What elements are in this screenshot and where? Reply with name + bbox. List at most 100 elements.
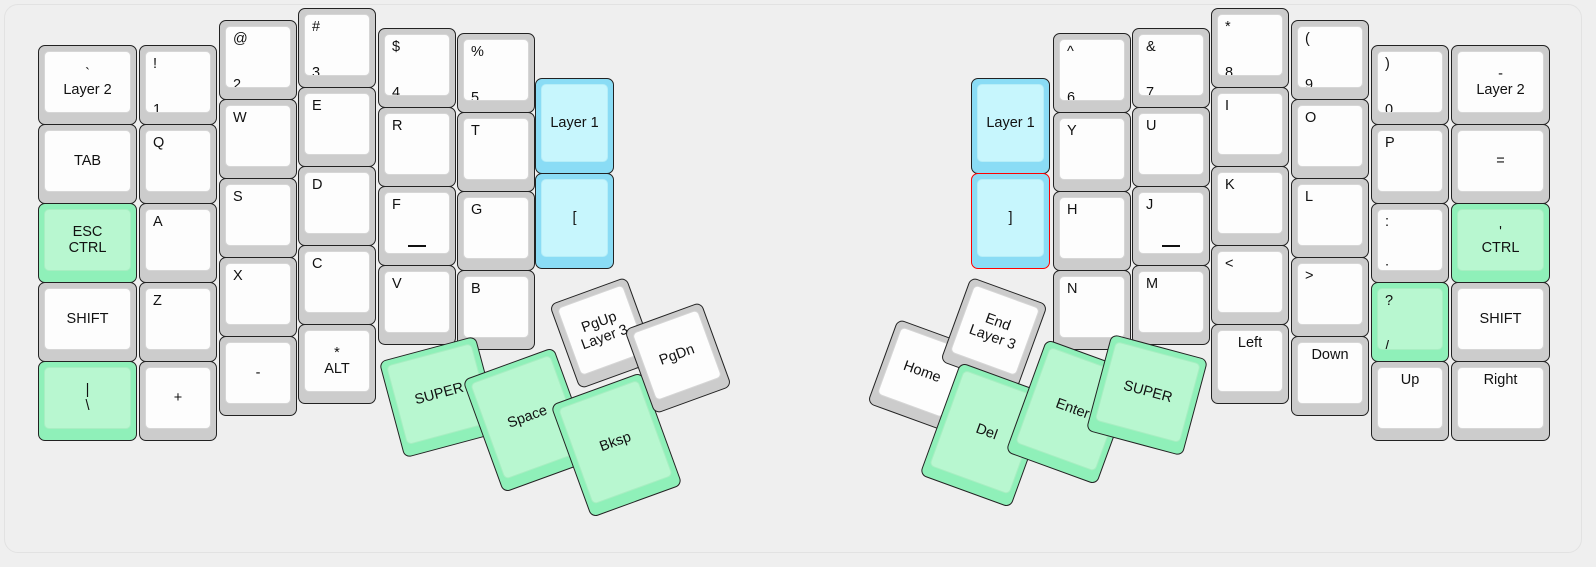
key-b[interactable]: B xyxy=(457,270,535,350)
key-label-top: @ xyxy=(233,31,248,47)
key-label-top: < xyxy=(1225,256,1234,272)
key-l[interactable]: L xyxy=(1291,178,1369,258)
key-m[interactable]: M xyxy=(1132,265,1210,345)
key-bracket-left[interactable]: [ xyxy=(535,173,614,269)
key-slash[interactable]: ?/ xyxy=(1371,282,1449,362)
key-d[interactable]: D xyxy=(298,166,376,246)
key-e[interactable]: E xyxy=(298,87,376,167)
key-alt[interactable]: * ALT xyxy=(298,324,376,404)
key-grave-layer2[interactable]: ` Layer 2 xyxy=(38,45,137,125)
key-label: Layer 1 xyxy=(550,114,599,131)
key-1[interactable]: !1 xyxy=(139,45,217,125)
key-k[interactable]: K xyxy=(1211,166,1289,246)
key-5[interactable]: %5 xyxy=(457,33,535,113)
keycap: - Layer 2 xyxy=(1457,51,1544,113)
key-tab[interactable]: TAB xyxy=(38,124,137,204)
keycap: (9 xyxy=(1297,26,1363,88)
key-u[interactable]: U xyxy=(1132,107,1210,187)
key-t[interactable]: T xyxy=(457,112,535,192)
key-3[interactable]: #3 xyxy=(298,8,376,88)
key-r[interactable]: R xyxy=(378,107,456,187)
key-label: X xyxy=(233,268,243,284)
keycap: <, xyxy=(1217,251,1283,313)
keycap: SHIFT xyxy=(1457,288,1544,350)
keycap: L xyxy=(1297,184,1363,246)
key-v[interactable]: V xyxy=(378,265,456,345)
key-esc-ctrl[interactable]: ESC CTRL xyxy=(38,203,137,283)
key-layer1-left[interactable]: Layer 1 xyxy=(535,78,614,174)
keycap: End Layer 3 xyxy=(949,284,1041,376)
key-w[interactable]: W xyxy=(219,99,297,179)
key-label: U xyxy=(1146,118,1157,134)
key-label: T xyxy=(471,123,480,139)
key-plus[interactable]: + xyxy=(139,361,217,441)
key-bracket-right[interactable]: ] xyxy=(971,173,1050,269)
key-minus[interactable]: - xyxy=(219,336,297,416)
key-7[interactable]: &7 xyxy=(1132,28,1210,108)
key-label: V xyxy=(392,276,402,292)
key-x[interactable]: X xyxy=(219,257,297,337)
key-label: Right xyxy=(1483,372,1518,388)
keycap: TAB xyxy=(44,130,131,192)
key-j[interactable]: J xyxy=(1132,186,1210,266)
key-z[interactable]: Z xyxy=(139,282,217,362)
key-label: | \ xyxy=(85,381,90,414)
key-comma[interactable]: <, xyxy=(1211,245,1289,325)
key-label: - Layer 2 xyxy=(1476,65,1525,98)
key-label: Z xyxy=(153,293,162,309)
key-n[interactable]: N xyxy=(1053,270,1131,350)
keycap: SUPER xyxy=(1094,341,1201,444)
keycap: * ALT xyxy=(304,330,370,392)
keycap: O xyxy=(1297,105,1363,167)
key-label: I xyxy=(1225,98,1230,114)
keycap: E xyxy=(304,93,370,155)
key-8[interactable]: *8 xyxy=(1211,8,1289,88)
key-label: Down xyxy=(1311,347,1349,363)
key-shift-right[interactable]: SHIFT xyxy=(1451,282,1550,362)
key-label-bottom: 4 xyxy=(392,85,401,96)
key-semicolon[interactable]: :; xyxy=(1371,203,1449,283)
keycap: B xyxy=(463,276,529,338)
keycap: ' CTRL xyxy=(1457,209,1544,271)
key-g[interactable]: G xyxy=(457,191,535,271)
key-label-top: & xyxy=(1146,39,1156,55)
key-label-bottom: 6 xyxy=(1067,90,1076,101)
key-0[interactable]: )0 xyxy=(1371,45,1449,125)
key-6[interactable]: ^6 xyxy=(1053,33,1131,113)
key-q[interactable]: Q xyxy=(139,124,217,204)
key-label: SUPER xyxy=(1121,377,1175,407)
key-down[interactable]: Down xyxy=(1291,336,1369,416)
key-left[interactable]: Left xyxy=(1211,324,1289,404)
key-i[interactable]: I xyxy=(1211,87,1289,167)
key-up[interactable]: Up xyxy=(1371,361,1449,441)
key-2[interactable]: @2 xyxy=(219,20,297,100)
key-s[interactable]: S xyxy=(219,178,297,258)
key-pipe-backslash[interactable]: | \ xyxy=(38,361,137,441)
key-period[interactable]: >. xyxy=(1291,257,1369,337)
key-label: ' CTRL xyxy=(1481,223,1520,256)
key-layer1-right[interactable]: Layer 1 xyxy=(971,78,1050,174)
key-label: F xyxy=(392,197,401,213)
key-label-bottom: 7 xyxy=(1146,85,1155,96)
key-p[interactable]: P xyxy=(1371,124,1449,204)
key-f[interactable]: F xyxy=(378,186,456,266)
keycap: [ xyxy=(541,179,608,257)
keycap: !1 xyxy=(145,51,211,113)
key-quote-ctrl[interactable]: ' CTRL xyxy=(1451,203,1550,283)
key-9[interactable]: (9 xyxy=(1291,20,1369,100)
key-label: ESC CTRL xyxy=(68,223,107,256)
key-minus-layer2[interactable]: - Layer 2 xyxy=(1451,45,1550,125)
key-shift[interactable]: SHIFT xyxy=(38,282,137,362)
key-label: + xyxy=(173,389,183,406)
key-o[interactable]: O xyxy=(1291,99,1369,179)
keycap: V xyxy=(384,271,450,333)
key-a[interactable]: A xyxy=(139,203,217,283)
key-equals[interactable]: = xyxy=(1451,124,1550,204)
key-h[interactable]: H xyxy=(1053,191,1131,271)
key-label-bottom: 1 xyxy=(153,102,162,113)
key-label: Up xyxy=(1400,372,1420,388)
key-4[interactable]: $4 xyxy=(378,28,456,108)
key-y[interactable]: Y xyxy=(1053,112,1131,192)
key-right[interactable]: Right xyxy=(1451,361,1550,441)
key-c[interactable]: C xyxy=(298,245,376,325)
